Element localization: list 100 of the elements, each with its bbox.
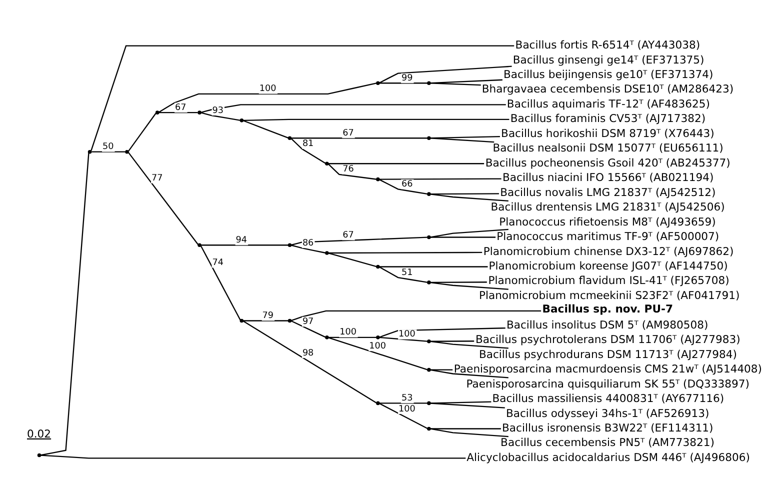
node-point (427, 80, 431, 85)
connector (379, 326, 506, 338)
label: 0.02 (27, 426, 52, 440)
node-point (198, 242, 202, 247)
connector (430, 281, 508, 290)
connector (243, 118, 510, 120)
edge-label: 53 (402, 392, 413, 403)
node-point (325, 250, 329, 254)
node-point (240, 318, 244, 322)
connector (40, 454, 466, 458)
node-text: Bacillus novalis LMG 21837ᵀ (AJ542512) (500, 185, 716, 198)
node-text: Bacillus cecembensis PN5ᵀ (AM773821) (500, 436, 715, 449)
edge-label: 100 (259, 84, 276, 94)
node-text: Planomicrobium mcmeekinii S23F2ᵀ (AF041791) (478, 288, 740, 302)
connector (200, 112, 240, 120)
connector (379, 402, 428, 404)
edge-label: 100 (340, 327, 356, 338)
node-point (427, 426, 431, 430)
edge-label: 98 (302, 348, 314, 358)
node-text: Bacillus insolitus DSM 5ᵀ (AM980508) (506, 318, 708, 331)
connector (430, 340, 474, 342)
edge-label: 100 (398, 404, 416, 414)
connector (291, 236, 428, 246)
node-point (427, 400, 431, 405)
connector (430, 428, 508, 437)
connector (92, 150, 126, 152)
edge-label: 86 (302, 238, 314, 248)
connector (128, 152, 199, 244)
connector (430, 368, 508, 378)
connector (328, 252, 377, 267)
connector (328, 336, 428, 370)
edge-label: 97 (302, 316, 314, 326)
connector (430, 137, 494, 142)
node-point (88, 149, 92, 154)
node-text: Bacillus horikoshii DSM 8719ᵀ (X76443) (501, 126, 714, 140)
connector (200, 104, 506, 113)
connector (328, 251, 482, 254)
node-text: Planococcus rifietoensis M8ᵀ (AJ493659) (499, 214, 716, 228)
connector (430, 368, 453, 370)
connector (200, 245, 241, 320)
connector (158, 111, 198, 113)
node-point (376, 176, 380, 181)
edge-label: 100 (398, 329, 416, 340)
edge-label: 67 (175, 102, 186, 112)
connector (430, 192, 499, 194)
node-text: Bacillus foraminis CV53ᵀ (AJ717382) (510, 112, 706, 125)
edge-label: 67 (342, 230, 354, 240)
connector (379, 336, 428, 342)
edge-label: 93 (212, 105, 224, 116)
node-text: Bacillus ginsengi ge14ᵀ (EF371375) (512, 52, 704, 66)
node-point (37, 452, 42, 457)
connector (201, 244, 288, 246)
connector (291, 320, 326, 338)
node-text: Alicyclobacillus acidocaldarius DSM 446ᵀ (AJ496806) (466, 450, 750, 464)
node-point (376, 400, 380, 405)
edge-label: 76 (342, 164, 354, 174)
node-point (288, 242, 292, 247)
node-text: Bacillus massiliensis 4400831ᵀ (AY677116) (492, 392, 724, 405)
connector (380, 178, 502, 180)
node-text: Bacillus niacini IFO 15566ᵀ (AB021194) (502, 170, 714, 184)
edge-label: 77 (151, 173, 163, 184)
connector (291, 244, 326, 253)
connector (430, 400, 492, 404)
edge-label: 74 (212, 257, 224, 268)
connector (430, 428, 501, 429)
node-text: Bacillus psychrodurans DSM 11713ᵀ (AJ277984) (478, 347, 737, 360)
connector (243, 320, 376, 403)
edge-label: 79 (262, 310, 274, 320)
node-point (427, 234, 431, 239)
connector (430, 193, 508, 201)
connector (328, 162, 484, 164)
edge-label: 99 (402, 72, 413, 83)
edge-label: 100 (369, 340, 386, 351)
node-point (427, 136, 431, 140)
connector (430, 340, 508, 348)
node-point (427, 192, 431, 196)
node-point (325, 335, 329, 339)
connector (243, 320, 288, 321)
node-text: Planococcus maritimus TF-9ᵀ (AF500007) (496, 230, 720, 243)
connector (430, 236, 496, 238)
connector (430, 281, 487, 283)
node-text: Bhargavaea cecembensis DSE10ᵀ (AM286423) (482, 82, 734, 96)
node-point (376, 264, 380, 268)
node-text: Bacillus psychrotolerans DSM 11706ᵀ (AJ277983) (476, 332, 740, 346)
node-point (288, 136, 292, 140)
node-point (198, 110, 202, 114)
node-text: Bacillus beijingensis ge10ᵀ (EF371374) (504, 68, 714, 81)
node-point (240, 118, 244, 122)
connector (242, 120, 289, 138)
node-text: Bacillus nealsonii DSM 15077ᵀ (EU656111) (492, 141, 724, 154)
node-text: Paenisporosarcina quisquiliarum SK 55ᵀ (DQ333897) (466, 376, 750, 390)
node-point (325, 161, 329, 166)
node-point (427, 280, 431, 284)
node-point (427, 338, 431, 343)
edge-label: 67 (342, 128, 354, 138)
node-point (376, 335, 380, 339)
connector (380, 266, 488, 267)
node-point (155, 110, 160, 114)
node-point (125, 149, 129, 154)
node-text: Bacillus odysseyi 34hs-1ᵀ (AF526913) (506, 406, 710, 420)
